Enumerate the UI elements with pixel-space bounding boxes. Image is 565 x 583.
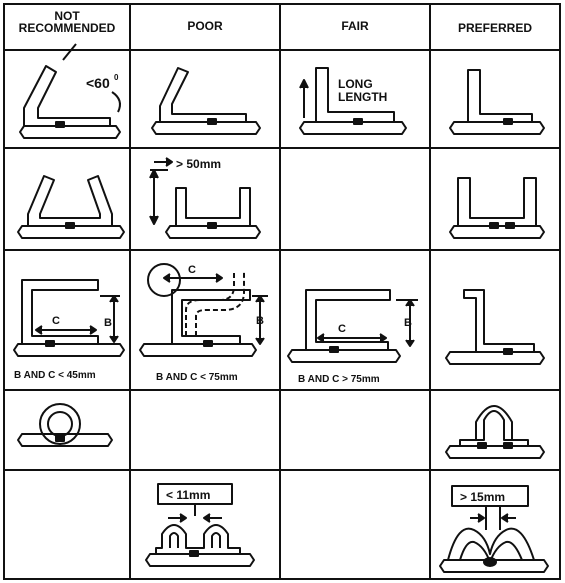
u-poor-figure xyxy=(149,157,261,239)
header-not-recommended-line2: RECOMMENDED xyxy=(18,21,116,35)
bc-lt45-label: B AND C < 45mm xyxy=(14,370,96,381)
c-label: C xyxy=(338,323,346,335)
header-fair: FAIR xyxy=(341,19,369,33)
bracket-large-figure xyxy=(287,289,418,363)
bend-sharp-figure xyxy=(19,43,121,139)
u-preferred-figure xyxy=(449,177,545,239)
long-label-line2: LENGTH xyxy=(338,90,387,104)
c-label: C xyxy=(52,315,60,327)
omega-loop-figure xyxy=(445,405,545,459)
bend-preferred-figure xyxy=(449,69,545,135)
highlight-circle xyxy=(147,263,181,297)
gt15-box xyxy=(451,485,529,507)
header-not-recommended-line1: NOT xyxy=(54,9,80,23)
b-label: B xyxy=(404,317,412,329)
header-preferred: PREFERRED xyxy=(457,21,532,35)
gt50-label: > 50mm xyxy=(176,157,221,171)
u-splayed-figure xyxy=(17,175,125,239)
bc-gt75-label: B AND C > 75mm xyxy=(298,374,380,385)
b-label: B xyxy=(256,315,264,327)
dashed-route xyxy=(185,272,235,336)
wave-preferred-figure xyxy=(439,485,549,573)
bracket-small-figure xyxy=(13,279,125,357)
long-label-line1: LONG xyxy=(338,77,373,91)
bend-poor-figure xyxy=(151,67,261,135)
header-poor: POOR xyxy=(187,19,223,33)
gt15-label: > 15mm xyxy=(460,490,505,504)
angle-degree: 0 xyxy=(114,73,119,82)
bc-lt75-label: B AND C < 75mm xyxy=(156,372,238,383)
lt11-label: < 11mm xyxy=(166,488,210,502)
loop-figure xyxy=(17,403,113,447)
angle-label: <60 xyxy=(86,75,110,91)
angle-pointer xyxy=(62,43,77,61)
double-loop-poor-figure xyxy=(145,483,255,567)
bracket-preferred-figure xyxy=(445,289,545,365)
grid-border xyxy=(3,3,561,580)
bracket-poor-figure xyxy=(139,263,268,357)
bend-fair-figure xyxy=(299,67,407,135)
c-label: C xyxy=(188,264,196,276)
angle-arc xyxy=(111,91,121,113)
b-label: B xyxy=(104,317,112,329)
header-not-recommended: NOT RECOMMENDED xyxy=(4,10,130,34)
